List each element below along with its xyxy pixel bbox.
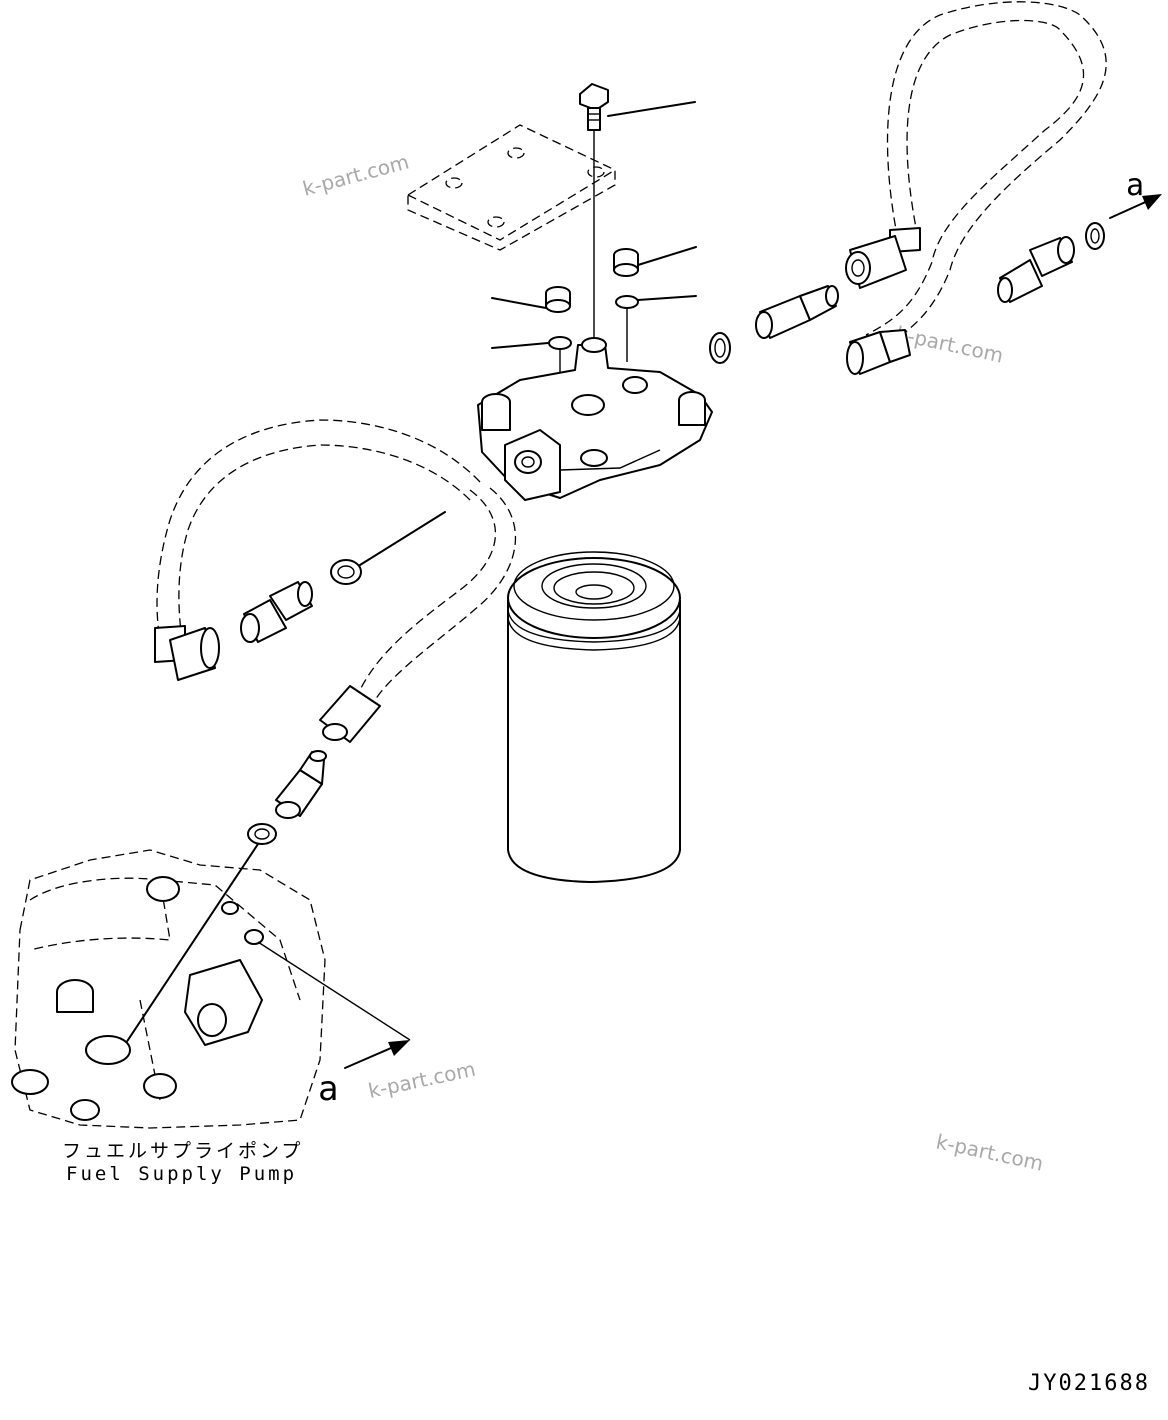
fitting-right-lower: [846, 329, 911, 375]
watermark: k-part.com: [366, 1057, 478, 1103]
pump-label-english: Fuel Supply Pump: [66, 1163, 297, 1185]
filter-head: [477, 337, 713, 501]
fuel-hose-center: [319, 487, 517, 743]
o-ring-washer: [709, 332, 731, 364]
watermark: k-part.com: [894, 321, 1006, 367]
plug-left: [491, 286, 571, 313]
connector-fitting-pump: [275, 750, 327, 819]
drawing-number: JY021688: [1028, 1371, 1150, 1396]
mounting-bolt: [579, 83, 696, 338]
watermark: k-part.com: [934, 1129, 1046, 1175]
arrow-right-icon: [388, 1040, 410, 1056]
fuel-hose-left: [154, 419, 481, 681]
view-marker-label: a: [1126, 168, 1144, 203]
mounting-plate: [407, 124, 616, 251]
connector-fitting-left: [240, 581, 313, 643]
fuel-hose-right: [845, 1, 1107, 351]
connector-fitting-right: [755, 285, 839, 339]
view-arrow-a-top: a: [1109, 168, 1162, 219]
o-ring-far-right: [1085, 222, 1105, 250]
fuel-supply-pump: [11, 849, 411, 1129]
arrow-right-icon: [1142, 194, 1162, 210]
view-arrow-a-bottom: a: [318, 1040, 410, 1109]
fuel-filter-cartridge: [507, 551, 681, 883]
plug-right: [613, 246, 697, 277]
o-ring-right: [615, 295, 697, 362]
watermark: k-part.com: [300, 149, 411, 200]
view-marker-label: a: [318, 1069, 338, 1109]
connector-fitting-far-right: [997, 236, 1075, 303]
pump-label-japanese: フュエルサプライポンプ: [62, 1140, 303, 1162]
o-ring-left-hose: [330, 511, 446, 585]
